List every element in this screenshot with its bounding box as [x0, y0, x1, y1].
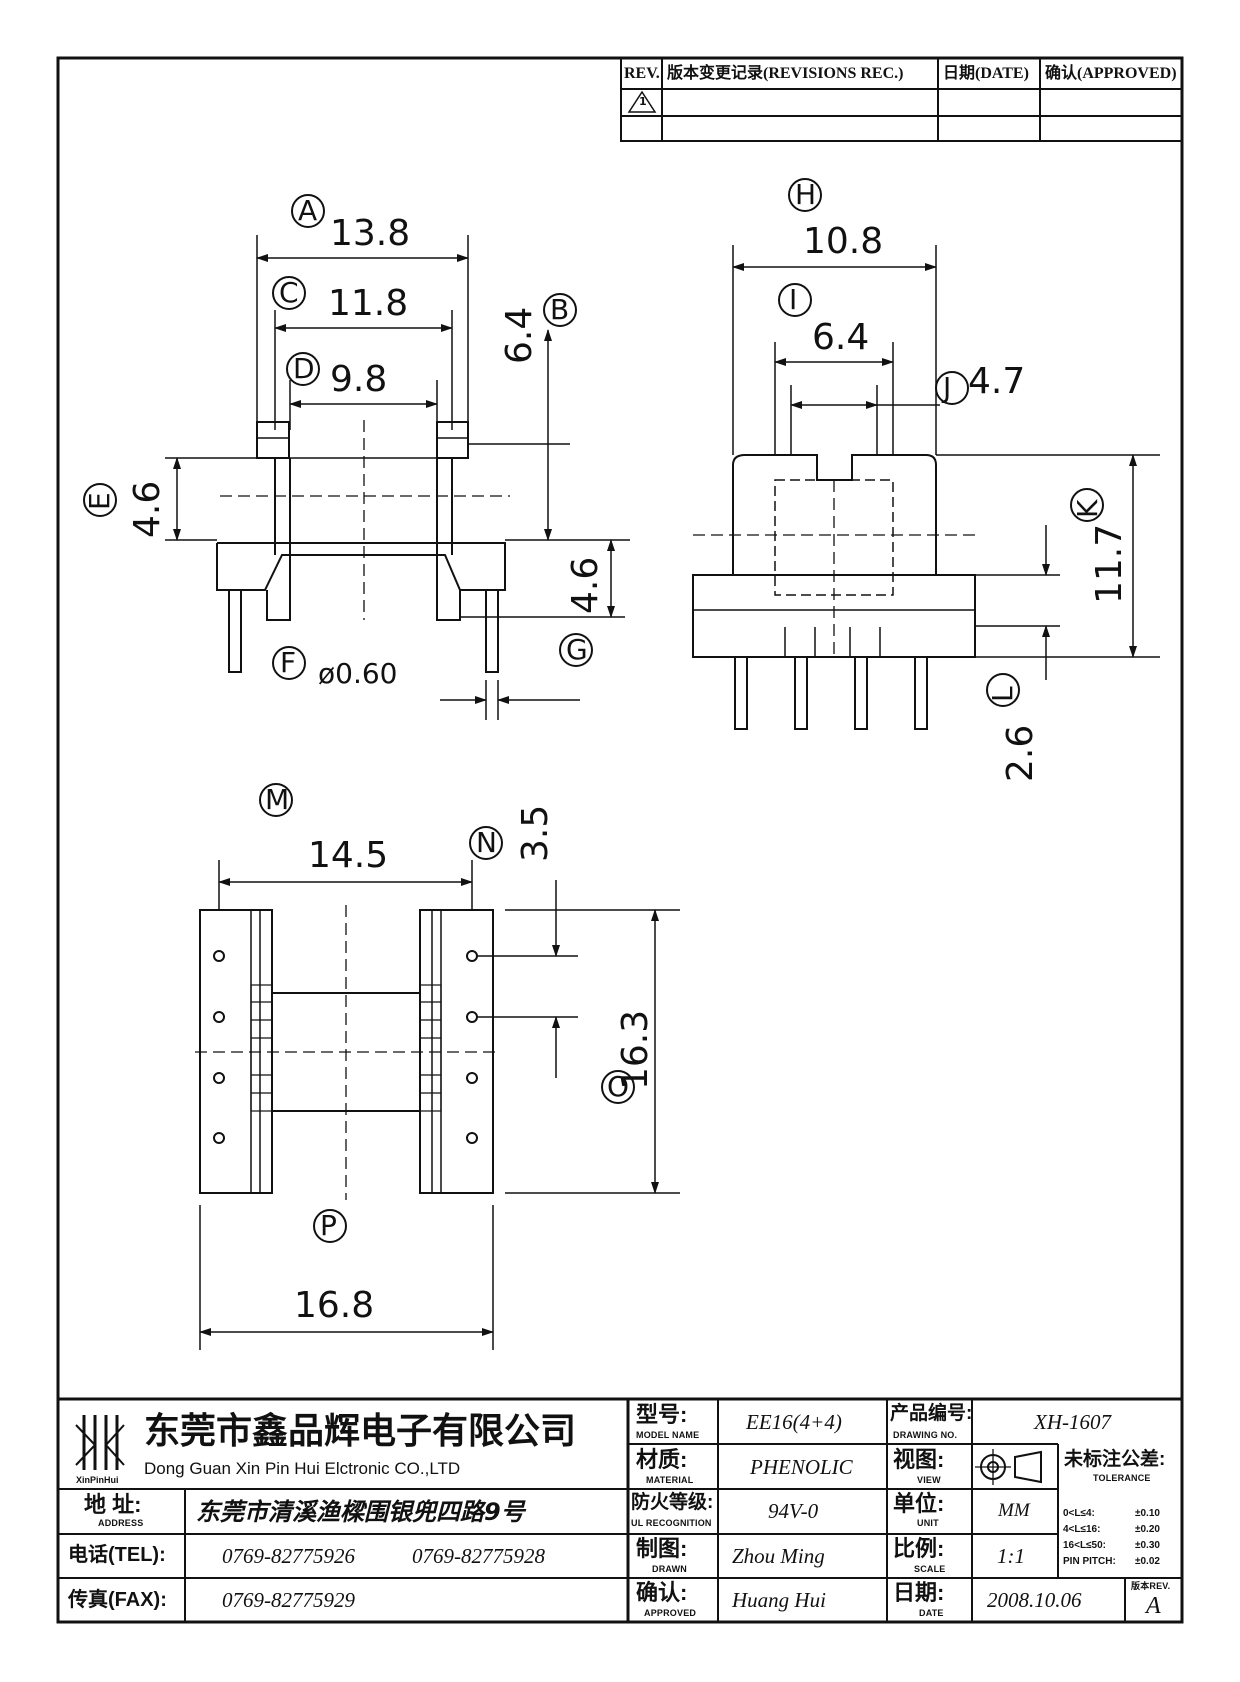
revision-table — [620, 57, 1183, 142]
revision-marker: 1 — [639, 95, 647, 108]
fax-label: 传真(FAX): — [68, 1589, 167, 1611]
label-p: P — [320, 1209, 337, 1242]
flame-label: 防火等级: — [631, 1492, 714, 1513]
drawn-value: Zhou Ming — [732, 1544, 825, 1568]
tel-label: 电话(TEL): — [68, 1544, 166, 1566]
view-label: 视图: — [893, 1447, 945, 1472]
tolerance-range-4: PIN PITCH: — [1063, 1556, 1116, 1567]
tel-1: 0769-82775926 — [222, 1544, 355, 1568]
tolerance-value-3: ±0.30 — [1135, 1540, 1160, 1551]
logo-text: XinPinHui — [76, 1475, 119, 1485]
model-label: 型号: — [636, 1402, 688, 1427]
revision-triangle-icon — [627, 90, 657, 113]
flame-value: 94V-0 — [768, 1499, 819, 1523]
dim-p-value: 16.8 — [294, 1285, 375, 1326]
label-j: J — [943, 371, 952, 404]
label-g: G — [566, 633, 588, 666]
bottom-view — [195, 860, 680, 1350]
fax-value: 0769-82775929 — [222, 1588, 355, 1612]
label-b: B — [550, 293, 570, 326]
view-sub: VIEW — [917, 1475, 941, 1485]
label-k: K — [1071, 499, 1104, 518]
dim-d-value: 9.8 — [330, 359, 388, 400]
unit-value: MM — [998, 1500, 1030, 1521]
label-c: C — [279, 276, 299, 309]
tolerance-sub: TOLERANCE — [1093, 1473, 1151, 1483]
rev-label: 版本REV. — [1131, 1581, 1171, 1591]
company-name-cn: 东莞市鑫品辉电子有限公司 — [144, 1411, 577, 1452]
drawn-label: 制图: — [636, 1536, 688, 1561]
date-value: 2008.10.06 — [987, 1588, 1082, 1612]
drawing-no-label: 产品编号: — [890, 1403, 973, 1424]
label-a: A — [298, 194, 318, 227]
dim-g-value: 4.6 — [565, 556, 606, 614]
revision-record-header: 版本变更记录(REVISIONS REC.) — [667, 65, 904, 82]
drawn-sub: DRAWN — [652, 1564, 687, 1574]
scale-value: 1:1 — [997, 1544, 1025, 1568]
side-view — [692, 245, 1160, 730]
drawing-no-value: XH-1607 — [1034, 1410, 1111, 1434]
label-i: I — [789, 283, 798, 316]
date-sub: DATE — [919, 1608, 944, 1618]
label-m: M — [265, 783, 290, 816]
company-name-en: Dong Guan Xin Pin Hui Elctronic CO.,LTD — [144, 1459, 461, 1478]
dim-e-value: 4.6 — [127, 480, 168, 538]
rev-header: REV. — [624, 65, 660, 82]
label-n: N — [476, 826, 497, 859]
material-sub: MATERIAL — [646, 1475, 694, 1485]
dim-i-value: 6.4 — [812, 317, 870, 358]
dim-j-value: 4.7 — [968, 361, 1026, 402]
address-value: 东莞市清溪渔樑围银兜四路9号 — [196, 1498, 525, 1526]
front-view — [165, 235, 630, 720]
revision-date-header: 日期(DATE) — [943, 65, 1029, 82]
tolerance-value-1: ±0.10 — [1135, 1508, 1160, 1519]
tolerance-value-4: ±0.02 — [1135, 1556, 1160, 1567]
tolerance-range-3: 16<L≤50: — [1063, 1540, 1107, 1551]
label-l: L — [986, 686, 1019, 702]
drawing-border — [56, 56, 1184, 1624]
material-label: 材质: — [636, 1447, 688, 1472]
title-block-grid — [58, 1397, 1182, 1622]
label-f: F — [280, 646, 297, 679]
material-value: PHENOLIC — [750, 1455, 853, 1479]
dim-k-value: 11.7 — [1089, 523, 1130, 604]
tolerance-label: 未标注公差: — [1064, 1449, 1166, 1470]
dim-n-value: 3.5 — [515, 804, 556, 862]
dim-l-value: 2.6 — [1000, 724, 1041, 782]
dimension-label-circles — [83, 178, 1104, 1243]
label-d: D — [293, 352, 315, 385]
rev-value: A — [1146, 1593, 1161, 1619]
scale-sub: SCALE — [914, 1564, 946, 1574]
dim-a-value: 13.8 — [330, 213, 411, 254]
address-sub: ADDRESS — [98, 1518, 144, 1528]
tel-2: 0769-82775928 — [412, 1544, 545, 1568]
label-e: E — [83, 492, 116, 510]
label-h: H — [795, 178, 817, 211]
tolerance-range-1: 0<L≤4: — [1063, 1508, 1095, 1519]
flame-sub: UL RECOGNITION — [631, 1518, 712, 1528]
address-label: 地 址: — [84, 1492, 142, 1517]
company-logo-icon — [75, 1415, 125, 1470]
unit-sub: UNIT — [917, 1518, 939, 1528]
tolerance-value-2: ±0.20 — [1135, 1524, 1160, 1535]
model-sub: MODEL NAME — [636, 1430, 700, 1440]
date-label: 日期: — [893, 1580, 945, 1605]
approved-sub: APPROVED — [644, 1608, 697, 1618]
dim-m-value: 14.5 — [308, 835, 389, 876]
model-value: EE16(4+4) — [746, 1410, 842, 1434]
approved-value: Huang Hui — [732, 1588, 826, 1612]
dim-c-value: 11.8 — [328, 283, 409, 324]
dim-b-value: 6.4 — [499, 306, 540, 364]
dim-f-value: ø0.60 — [318, 657, 398, 690]
dim-h-value: 10.8 — [803, 221, 884, 262]
unit-label: 单位: — [893, 1491, 945, 1516]
projection-symbol-icon — [975, 1449, 1042, 1485]
revision-approved-header: 确认(APPROVED) — [1045, 65, 1177, 82]
scale-label: 比例: — [893, 1536, 945, 1561]
approved-label: 确认: — [636, 1580, 688, 1605]
tolerance-range-2: 4<L≤16: — [1063, 1524, 1101, 1535]
label-o: O — [607, 1070, 630, 1103]
drawing-no-sub: DRAWING NO. — [893, 1430, 958, 1440]
